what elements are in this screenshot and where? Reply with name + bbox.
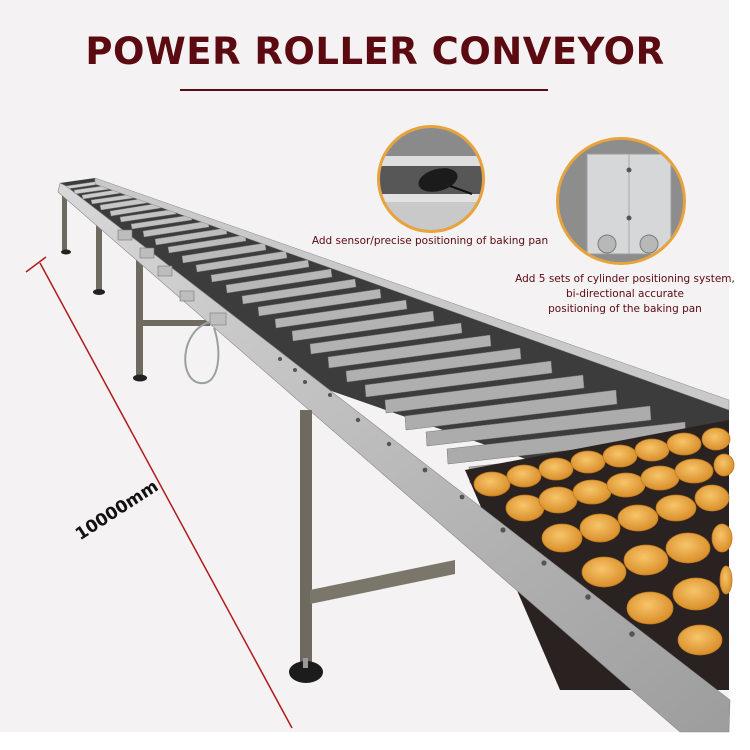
cylinder-caption-line-3: positioning of the baking pan (548, 303, 702, 315)
page-title: POWER ROLLER CONVEYOR (85, 30, 665, 73)
title-underline (180, 89, 548, 91)
cylinder-caption: Add 5 sets of cylinder positioning syste… (500, 272, 750, 317)
sensor-caption: Add sensor/precise positioning of baking… (310, 234, 550, 249)
cylinder-closeup-inset (556, 137, 686, 265)
cylinder-closeup-photo-icon (559, 140, 683, 262)
sensor-cable (184, 321, 220, 385)
cupcakes (473, 427, 735, 656)
far-legs (61, 190, 210, 382)
sensor-caption-line: Add sensor/precise positioning of baking… (311, 235, 549, 247)
positioning-cylinders (117, 229, 227, 326)
rail-bolts (278, 357, 635, 637)
cylinder-caption-line-2: bi-directional accurate (565, 288, 685, 300)
sensor-closeup-inset (377, 125, 485, 233)
cylinder-caption-line-1: Add 5 sets of cylinder positioning syste… (515, 273, 735, 285)
near-legs (289, 410, 455, 683)
dimension-line (25, 256, 293, 729)
